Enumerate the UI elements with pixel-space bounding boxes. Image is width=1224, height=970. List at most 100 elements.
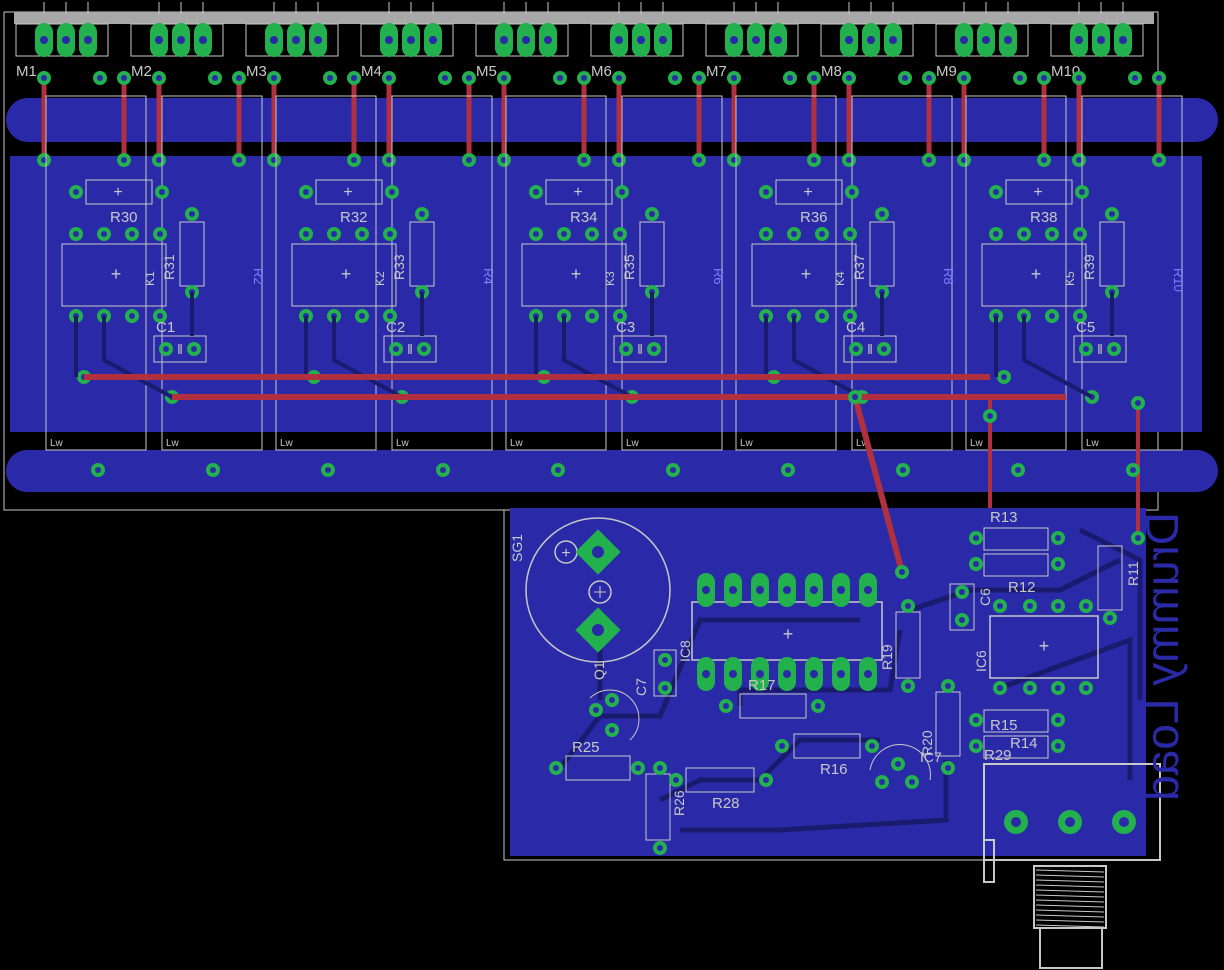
pad — [615, 185, 629, 199]
pad — [355, 227, 369, 241]
label-ic7: IC7 — [920, 749, 942, 765]
pad — [647, 342, 661, 356]
pad — [355, 309, 369, 323]
lower-section: + SG1 IC8 + Q1 C7 R17 R25 R26 — [509, 509, 1188, 969]
svg-text:+: + — [343, 184, 352, 201]
pad — [1107, 342, 1121, 356]
pad — [415, 207, 429, 221]
connector-pin — [840, 23, 858, 57]
via — [1131, 396, 1145, 410]
via — [382, 153, 396, 167]
pad — [389, 342, 403, 356]
pad — [1073, 309, 1087, 323]
pad — [159, 342, 173, 356]
bus-pad — [896, 463, 910, 477]
connector-pad — [898, 71, 912, 85]
ic8-pin — [832, 573, 850, 607]
via — [462, 153, 476, 167]
svg-text:Lw: Lw — [1086, 438, 1100, 449]
pad — [877, 342, 891, 356]
connector-pad — [438, 71, 452, 85]
svg-text:Lw: Lw — [510, 438, 524, 449]
pad — [385, 185, 399, 199]
connector-label: M8 — [821, 63, 842, 80]
label-r8: R8 — [941, 268, 956, 285]
via — [727, 153, 741, 167]
pad — [815, 309, 829, 323]
connector-pin — [955, 23, 973, 57]
pad — [1045, 309, 1059, 323]
svg-text:+: + — [1033, 184, 1042, 201]
via — [1072, 71, 1086, 85]
ic8-pin — [778, 657, 796, 691]
bus-pad — [206, 463, 220, 477]
via — [895, 565, 909, 579]
bus-pad — [781, 463, 795, 477]
connector-pin — [769, 23, 787, 57]
bus-pad — [321, 463, 335, 477]
svg-text:Lw: Lw — [50, 438, 64, 449]
sg1-pad-1 — [575, 529, 621, 575]
connector-pad — [208, 71, 222, 85]
pad — [787, 227, 801, 241]
svg-text:Lw: Lw — [166, 438, 180, 449]
pad — [989, 185, 1003, 199]
pad — [843, 309, 857, 323]
connector-pad — [93, 71, 107, 85]
svg-text:‖: ‖ — [177, 341, 183, 357]
svg-text:+: + — [113, 184, 122, 201]
connector-pin — [402, 23, 420, 57]
label-c5: C5 — [1076, 319, 1095, 336]
label-r28: R28 — [712, 795, 740, 812]
pad — [125, 227, 139, 241]
pad — [845, 185, 859, 199]
label-r2: R2 — [251, 268, 266, 285]
label-r12: R12 — [1008, 579, 1036, 596]
pad — [619, 342, 633, 356]
connector-pin — [884, 23, 902, 57]
ic8-pin — [805, 573, 823, 607]
via — [1152, 71, 1166, 85]
svg-text:‖: ‖ — [407, 341, 413, 357]
ic8-pin — [859, 657, 877, 691]
svg-text:‖: ‖ — [637, 341, 643, 357]
pad — [69, 185, 83, 199]
pad — [1073, 227, 1087, 241]
label-r6: R6 — [711, 268, 726, 285]
connector-pin — [725, 23, 743, 57]
pad — [153, 227, 167, 241]
svg-text:+: + — [111, 264, 122, 284]
label-r19: R19 — [879, 644, 895, 670]
connector-pin — [1114, 23, 1132, 57]
pad — [417, 342, 431, 356]
connector-pin — [79, 23, 97, 57]
connector-pad — [668, 71, 682, 85]
connector-m3: M3 — [245, 2, 361, 167]
svg-text:+: + — [571, 264, 582, 284]
label-r20: R20 — [919, 730, 935, 756]
label-r15: R15 — [990, 717, 1018, 734]
connector-pin — [539, 23, 557, 57]
ic8-pin — [751, 657, 769, 691]
label-r36: R36 — [800, 209, 828, 226]
connector-pin — [287, 23, 305, 57]
connector-pin — [194, 23, 212, 57]
connector-pin — [309, 23, 327, 57]
connector-pad — [323, 71, 337, 85]
via — [382, 71, 396, 85]
connector-pin — [862, 23, 880, 57]
connector-m1: M1 — [15, 2, 131, 167]
via — [37, 71, 51, 85]
label-c4: C4 — [846, 319, 865, 336]
svg-text:+: + — [561, 545, 570, 562]
connector-m8: M8 — [820, 2, 936, 167]
label-ic6: IC6 — [973, 650, 989, 672]
pad — [125, 309, 139, 323]
via — [152, 153, 166, 167]
via — [577, 71, 591, 85]
copper-bus-top — [6, 98, 1218, 142]
